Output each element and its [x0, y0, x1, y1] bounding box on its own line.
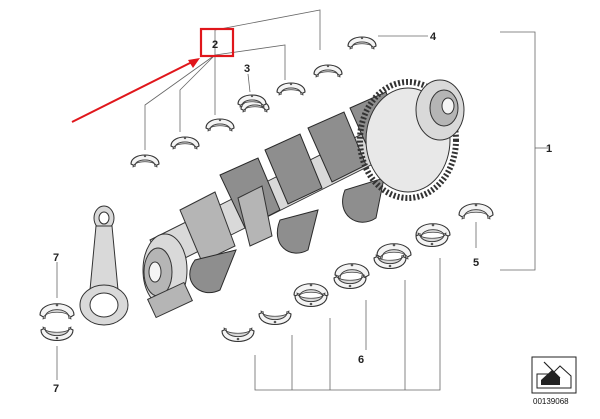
callout-3: 3: [244, 63, 250, 75]
lower-bearing-shells: [221, 232, 449, 343]
callout-4: 4: [430, 31, 437, 43]
callout-1: 1: [546, 143, 552, 155]
callout-2: 2: [212, 39, 218, 51]
callout-7-top: 7: [53, 252, 59, 264]
callout-6: 6: [358, 354, 364, 366]
upper-leaders: [144, 9, 428, 150]
lower-right-shells: [293, 203, 494, 300]
connecting-rod: [79, 205, 129, 326]
item-6-leaders: [254, 258, 441, 391]
highlight-box: [199, 27, 235, 58]
rod-bearing-shells: [39, 303, 75, 342]
part-orientation-icon: [531, 356, 577, 394]
highlight-arrow: [71, 58, 200, 123]
callout-5: 5: [473, 257, 479, 269]
item-1-bracket: [500, 31, 548, 271]
callout-7-bottom: 7: [53, 383, 59, 395]
crankshaft: [142, 79, 465, 319]
diagram-code: 00139068: [533, 397, 569, 406]
